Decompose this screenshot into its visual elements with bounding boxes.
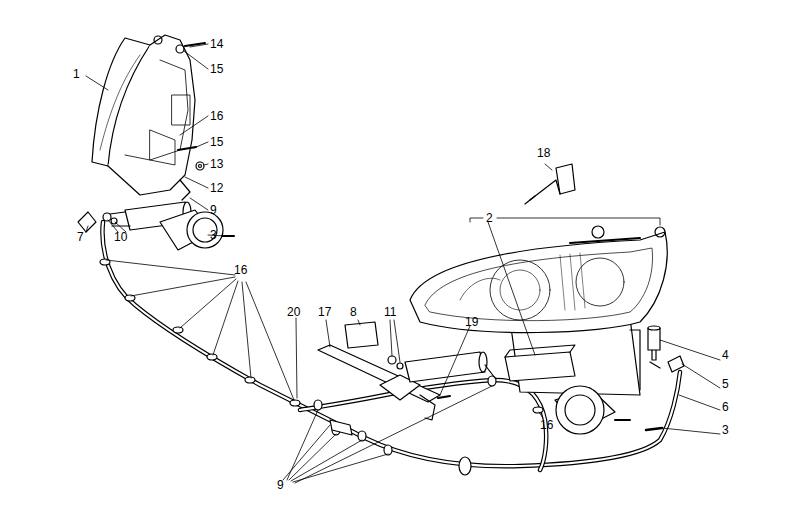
left-fog-lamp <box>160 210 234 250</box>
cap-7 <box>78 212 96 232</box>
cap-8 <box>345 322 378 348</box>
callout-number: 9 <box>277 478 284 492</box>
callout-number: 15 <box>210 62 223 76</box>
callout-number: 18 <box>537 146 550 160</box>
callout-number: 9 <box>210 203 217 217</box>
callout-number: 15 <box>210 135 223 149</box>
left-headlamp <box>92 35 195 195</box>
right-headlamp <box>410 226 667 395</box>
callout-number: 14 <box>210 37 223 51</box>
callout-number: 20 <box>287 305 300 319</box>
callout-number: 4 <box>722 348 729 362</box>
right-fog-lamp <box>555 386 662 434</box>
callout-number: 13 <box>210 157 223 171</box>
callout-number: 3 <box>210 228 217 242</box>
callout-number: 16 <box>234 263 247 277</box>
callout-number: 6 <box>722 400 729 414</box>
parts-4-5 <box>648 326 684 372</box>
callout-number: 8 <box>350 305 357 319</box>
bulb-18 <box>525 164 575 204</box>
callout-number: 1 <box>73 67 80 81</box>
callout-number: 16 <box>210 109 223 123</box>
callout-number: 11 <box>384 305 396 319</box>
callout-number: 10 <box>114 230 127 244</box>
callout-number: 12 <box>210 181 223 195</box>
callout-number: 7 <box>77 230 84 244</box>
callout-number: 3 <box>722 423 729 437</box>
leader-lines <box>86 44 720 483</box>
callout-number: 19 <box>465 315 478 329</box>
callout-number: 16 <box>540 418 553 432</box>
callout-number: 5 <box>722 377 729 391</box>
callout-number: 17 <box>318 305 331 319</box>
callout-number: 2 <box>486 211 493 225</box>
bracket-17 <box>318 345 440 420</box>
